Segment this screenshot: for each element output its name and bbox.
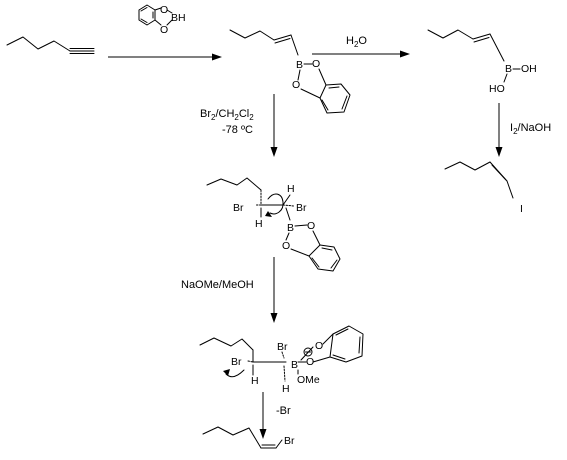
boronate-o-right: O bbox=[312, 58, 320, 70]
intermediate1-h-left: H bbox=[255, 218, 263, 230]
intermediate1-o-right: O bbox=[307, 220, 315, 232]
elimination-arrow bbox=[259, 392, 267, 439]
intermediate2-br-left: Br bbox=[231, 356, 242, 368]
dibromide-intermediate: Br H H Br B O O bbox=[206, 177, 341, 272]
intermediate1-br-right: Br bbox=[296, 202, 307, 214]
hexyne-structure bbox=[6, 36, 95, 54]
intermediate2-h-bottom: H bbox=[282, 383, 290, 395]
vinyl-boronic-acid: B OH HO bbox=[427, 29, 537, 95]
boronic-acid-b: B bbox=[505, 63, 512, 75]
bromination-reagent-label: Br2/CH2Cl2 bbox=[200, 108, 254, 122]
boronate-o-left: O bbox=[292, 79, 300, 91]
water-reagent-label: H2O bbox=[346, 35, 367, 49]
bromination-arrow bbox=[270, 94, 278, 157]
boronate-b: B bbox=[296, 59, 303, 71]
intermediate2-b: B bbox=[291, 359, 298, 371]
vinyl-catecholboronate: B O O bbox=[229, 29, 351, 114]
iodination-arrow bbox=[495, 103, 503, 157]
catecholborane-o-bottom: O bbox=[160, 24, 168, 36]
intermediate2-br-top: Br bbox=[277, 341, 288, 353]
boronic-acid-ho: HO bbox=[489, 83, 505, 95]
vinyl-iodide: I bbox=[444, 161, 523, 215]
hydroboration-arrow bbox=[108, 53, 222, 61]
catecholborane-reagent: O O BH bbox=[138, 4, 186, 36]
intermediate1-h-right: H bbox=[287, 183, 295, 195]
methoxide-reagent-label: NaOMe/MeOH bbox=[181, 279, 254, 291]
vinyl-bromide-product: Br bbox=[202, 426, 295, 449]
bromine-atom: Br bbox=[284, 435, 295, 447]
temperature-label: -78 ºC bbox=[222, 124, 253, 136]
catecholborane-o-top: O bbox=[160, 4, 168, 16]
borate-complex-intermediate: Br H Br H B O O OMe bbox=[199, 325, 364, 395]
hydrolysis-arrow bbox=[312, 50, 410, 58]
intermediate1-br-left: Br bbox=[233, 202, 244, 214]
boronic-acid-oh: OH bbox=[521, 63, 537, 75]
iodine-atom: I bbox=[520, 203, 523, 215]
intermediate2-ome: OMe bbox=[297, 374, 320, 386]
intermediate1-b: B bbox=[287, 222, 294, 234]
catecholborane-bh: BH bbox=[171, 12, 186, 24]
methoxide-arrow bbox=[270, 257, 278, 323]
intermediate2-o-right: O bbox=[306, 356, 314, 368]
elimination-label: -Br bbox=[276, 405, 291, 417]
intermediate1-o-left: O bbox=[282, 240, 290, 252]
iodination-reagent-label: I2/NaOH bbox=[510, 122, 551, 136]
intermediate2-o-top: O bbox=[315, 340, 323, 352]
intermediate2-h-left: H bbox=[251, 375, 259, 387]
